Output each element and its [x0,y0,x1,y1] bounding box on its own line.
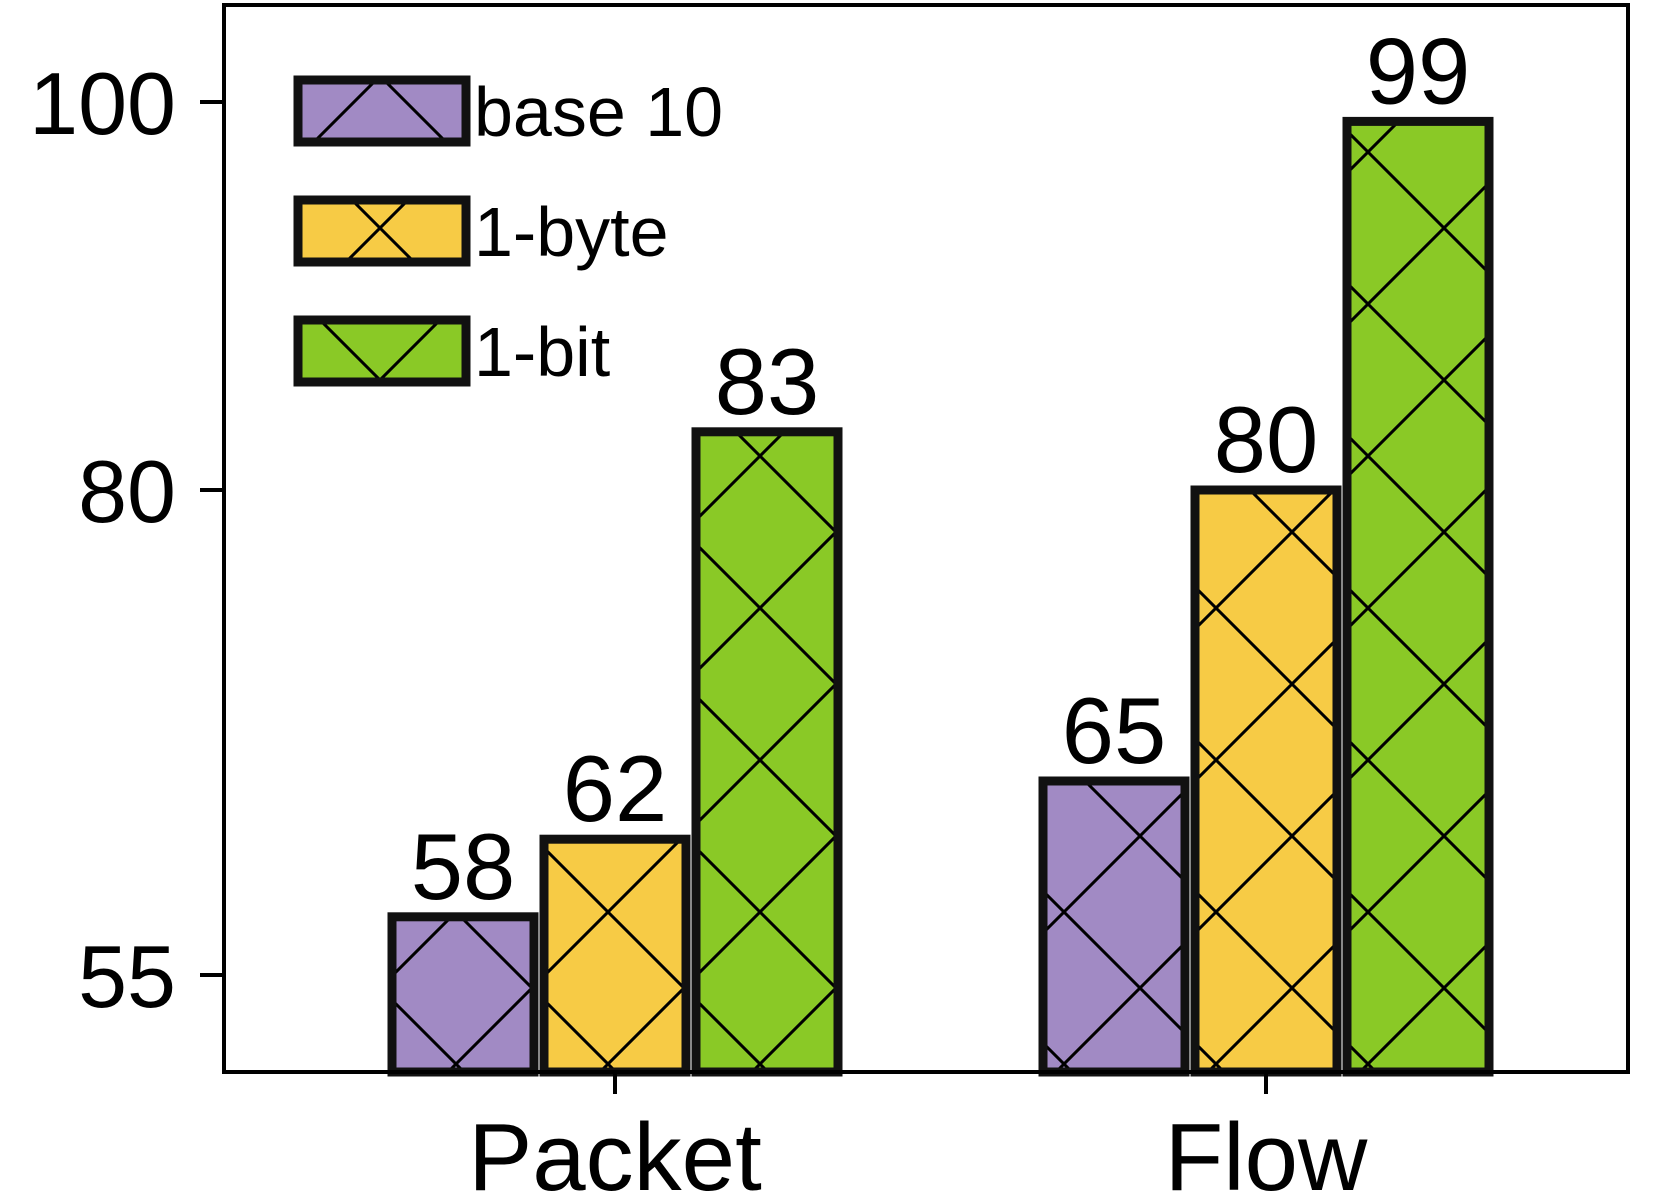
bar-packet-1-bit [691,427,843,1077]
legend-label: 1-bit [474,313,610,391]
data-label-flow-1-bit: 99 [1366,18,1471,123]
y-axis: 55 80 100 [29,54,224,1026]
legend-label: base 10 [474,73,723,151]
bars-layer [387,116,1494,1077]
legend-swatch [293,195,471,267]
data-label-flow-1-byte: 80 [1214,387,1319,492]
bar-packet-1-byte [539,834,691,1077]
y-tick-label: 80 [78,442,176,541]
y-tick-label: 100 [29,54,176,153]
legend: base 10 1-byte 1-bit [293,73,723,391]
legend-label: 1-byte [474,193,669,271]
bar-packet-base-10 [387,912,539,1077]
x-category-label: Packet [468,1104,761,1199]
legend-swatch [293,315,471,387]
x-axis: Packet Flow [468,1072,1368,1199]
bar-flow-1-bit [1342,116,1494,1077]
data-label-packet-1-byte: 62 [563,736,668,841]
bar-flow-base-10 [1038,776,1190,1077]
legend-swatch [293,75,471,147]
data-label-packet-1-bit: 83 [715,329,820,434]
data-label-packet-base-10: 58 [411,814,516,919]
plot-frame [222,3,1630,1074]
x-category-label: Flow [1165,1104,1368,1199]
data-label-flow-base-10: 65 [1062,678,1167,783]
data-labels-layer: 58 62 83 65 80 99 [411,18,1471,918]
bar-flow-1-byte [1190,485,1342,1077]
y-tick-label: 55 [78,927,176,1026]
